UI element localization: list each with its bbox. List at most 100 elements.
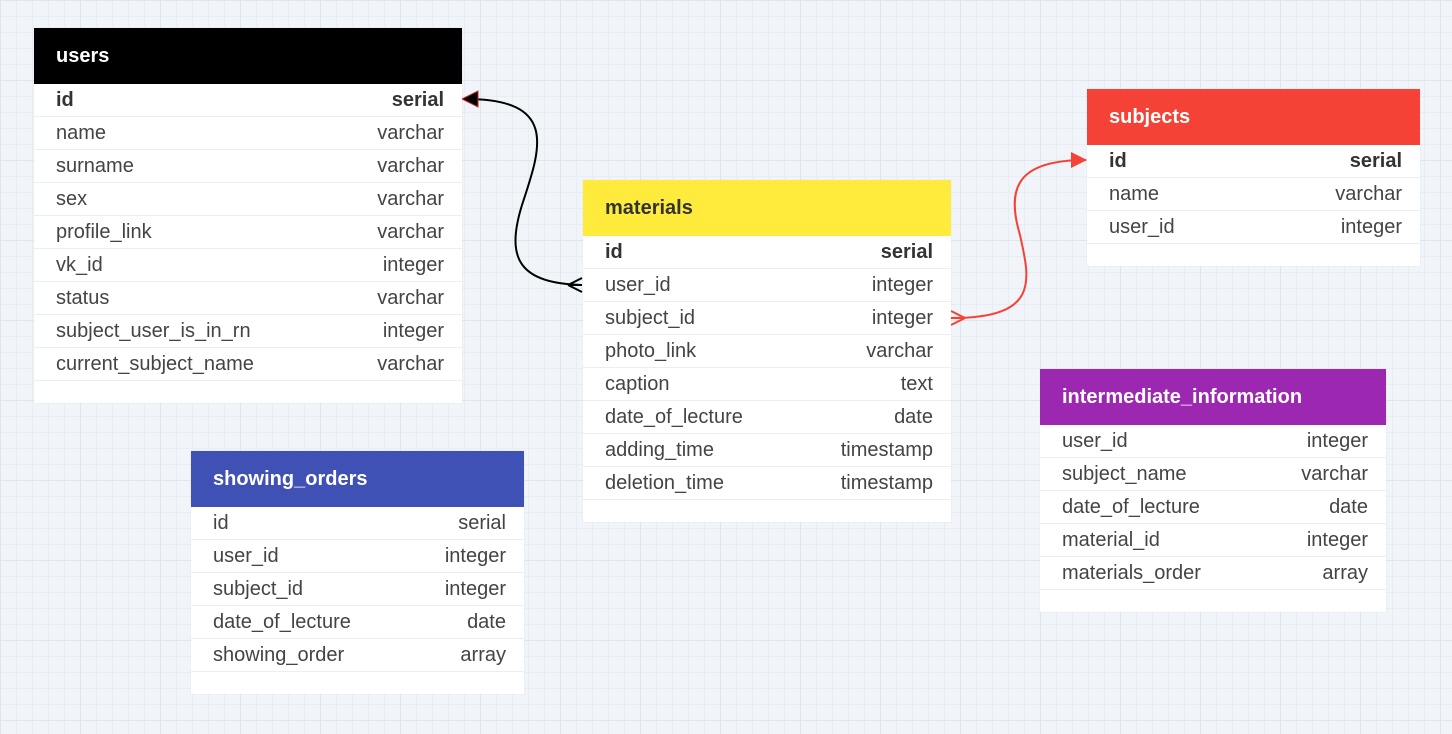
field-name: profile_link	[56, 220, 152, 243]
field-type: text	[900, 372, 933, 395]
field-row[interactable]: user_id integer	[1087, 211, 1420, 244]
entity-title: intermediate_information	[1062, 385, 1303, 408]
field-row[interactable]: material_id integer	[1040, 524, 1386, 557]
field-type: varchar	[377, 286, 444, 309]
relation-materials-user-id-to-users-id[interactable]	[460, 90, 583, 293]
field-row[interactable]: showing_order array	[191, 639, 524, 672]
field-row[interactable]: photo_link varchar	[583, 335, 951, 368]
field-type: integer	[871, 273, 933, 296]
field-name: status	[56, 286, 110, 309]
field-row[interactable]: materials_order array	[1040, 557, 1386, 590]
field-type: integer	[1306, 429, 1368, 452]
field-type: integer	[444, 544, 506, 567]
field-type: varchar	[377, 352, 444, 375]
field-type: integer	[871, 306, 933, 329]
field-row[interactable]: vk_id integer	[34, 249, 462, 282]
field-row[interactable]: current_subject_name varchar	[34, 348, 462, 381]
field-type: timestamp	[840, 471, 933, 494]
field-name: subject_id	[605, 306, 696, 329]
field-row[interactable]: surname varchar	[34, 150, 462, 183]
field-name: date_of_lecture	[213, 610, 351, 633]
field-name: user_id	[1109, 215, 1175, 238]
field-name: name	[56, 121, 107, 144]
entity-header-materials[interactable]: materials	[583, 180, 951, 236]
field-row[interactable]: name varchar	[34, 117, 462, 150]
field-name: subject_name	[1062, 462, 1187, 485]
field-name: deletion_time	[605, 471, 724, 494]
many-end-crowfoot-materials-user-id	[567, 277, 583, 293]
field-type: varchar	[1301, 462, 1368, 485]
connector-line-subjects	[951, 159, 1087, 319]
connector-line-users	[465, 98, 583, 286]
entity-header-intermediate-information[interactable]: intermediate_information	[1040, 369, 1386, 425]
field-type: array	[1322, 561, 1368, 584]
one-end-arrow-subjects-id	[1071, 152, 1087, 168]
field-row[interactable]: subject_id integer	[583, 302, 951, 335]
field-name: subject_user_is_in_rn	[56, 319, 251, 342]
field-row[interactable]: id serial	[191, 507, 524, 540]
entity-title: users	[56, 44, 110, 67]
field-type: timestamp	[840, 438, 933, 461]
field-type: serial	[458, 511, 506, 534]
field-type: serial	[391, 88, 444, 111]
field-name: vk_id	[56, 253, 103, 276]
field-row[interactable]: user_id integer	[191, 540, 524, 573]
field-name: materials_order	[1062, 561, 1201, 584]
entity-header-showing-orders[interactable]: showing_orders	[191, 451, 524, 507]
field-name: id	[213, 511, 229, 534]
field-name: current_subject_name	[56, 352, 254, 375]
field-name: showing_order	[213, 643, 345, 666]
field-name: user_id	[213, 544, 279, 567]
field-type: varchar	[377, 121, 444, 144]
field-row[interactable]: status varchar	[34, 282, 462, 315]
field-row[interactable]: deletion_time timestamp	[583, 467, 951, 500]
field-name: surname	[56, 154, 134, 177]
field-name: date_of_lecture	[605, 405, 743, 428]
field-name: name	[1109, 182, 1160, 205]
field-name: caption	[605, 372, 670, 395]
field-name: material_id	[1062, 528, 1160, 551]
field-name: date_of_lecture	[1062, 495, 1200, 518]
field-type: integer	[444, 577, 506, 600]
field-type: integer	[1306, 528, 1368, 551]
relation-materials-subject-id-to-subjects-id[interactable]	[950, 152, 1087, 326]
field-row[interactable]: caption text	[583, 368, 951, 401]
field-type: serial	[1349, 149, 1402, 172]
field-type: array	[460, 643, 506, 666]
field-type: date	[894, 405, 933, 428]
field-row[interactable]: subject_name varchar	[1040, 458, 1386, 491]
field-type: integer	[1340, 215, 1402, 238]
field-type: varchar	[866, 339, 933, 362]
entity-header-users[interactable]: users	[34, 28, 462, 84]
field-type: varchar	[377, 154, 444, 177]
entity-header-subjects[interactable]: subjects	[1087, 89, 1420, 145]
field-row[interactable]: date_of_lecture date	[583, 401, 951, 434]
field-name: photo_link	[605, 339, 697, 362]
field-name: id	[605, 240, 623, 263]
field-type: integer	[382, 253, 444, 276]
